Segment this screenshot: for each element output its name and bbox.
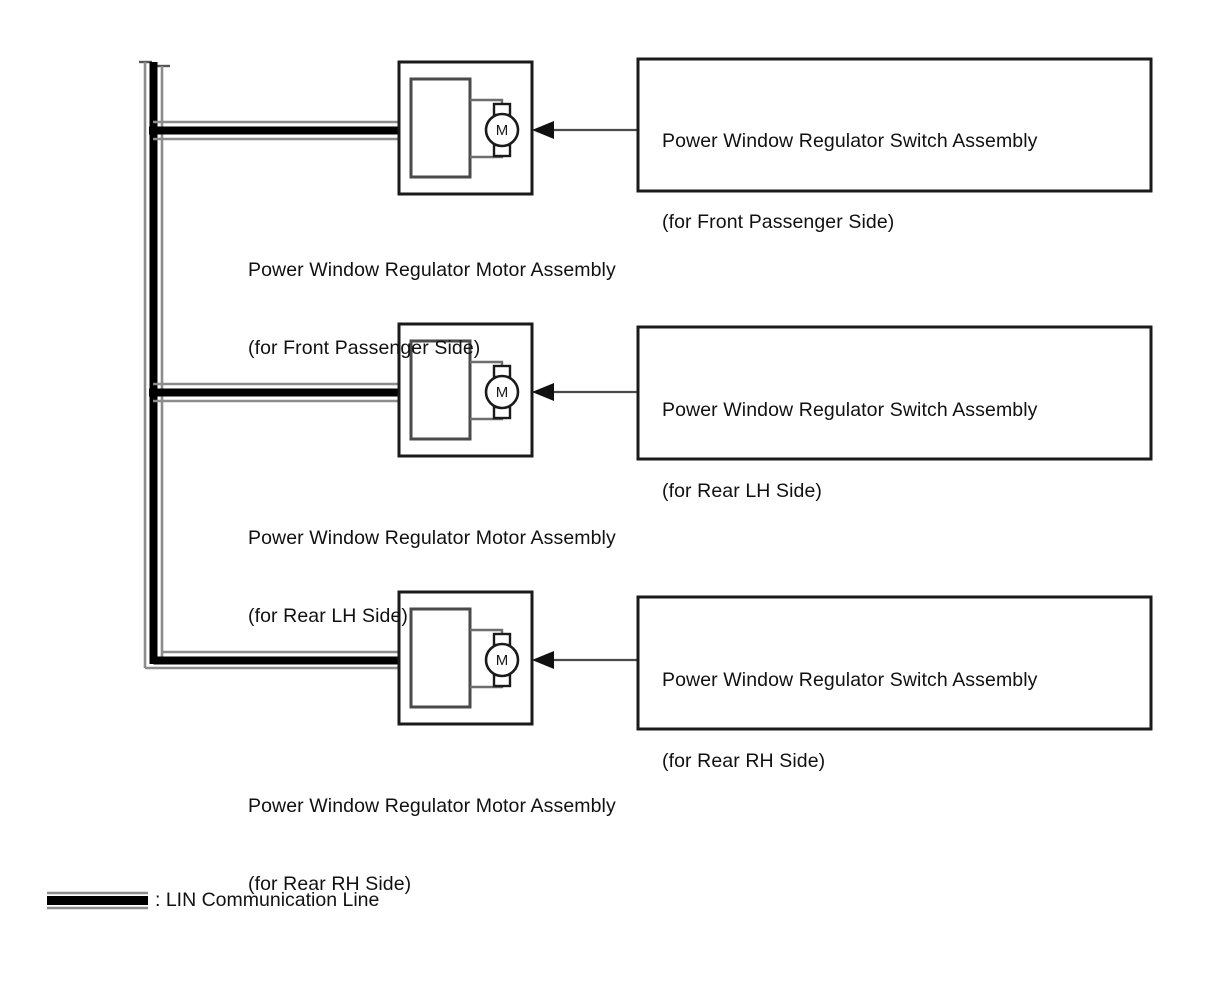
motor-caption-line2: (for Rear LH Side): [248, 605, 409, 627]
switch-box-front-passenger[interactable]: [636, 57, 1153, 193]
arrow2-head-icon: [532, 383, 554, 401]
motor-caption-line2: (for Rear RH Side): [248, 873, 412, 895]
switch-label-line1: Power Window Regulator Switch Assembly: [662, 399, 1038, 421]
lin-branch-rear-lh: [149, 382, 400, 403]
switch-label-line2: (for Rear RH Side): [662, 750, 826, 772]
connector-arrow-rear-rh: [532, 651, 637, 669]
arrow3-head-icon: [532, 651, 554, 669]
motor-symbol-letter: M: [496, 652, 509, 669]
switch-box-rear-lh[interactable]: [636, 325, 1153, 461]
switch-label-rear-lh: Power Window Regulator Switch Assembly (…: [662, 343, 1038, 559]
motor-symbol-circle: [484, 642, 520, 678]
switch-label-line2: (for Rear LH Side): [662, 480, 823, 502]
connector-arrow-front-passenger: [532, 121, 637, 139]
motor-caption-line1: Power Window Regulator Motor Assembly: [248, 527, 616, 549]
motor-caption-line2: (for Front Passenger Side): [248, 337, 481, 359]
switch-label-line2: (for Front Passenger Side): [662, 211, 895, 233]
switch-label-line1: Power Window Regulator Switch Assembly: [662, 669, 1038, 691]
lin-branch-front-passenger: [149, 120, 400, 141]
switch-label-rear-rh: Power Window Regulator Switch Assembly (…: [662, 613, 1038, 829]
switch-label-line1: Power Window Regulator Switch Assembly: [662, 130, 1038, 152]
motor-caption-rear-rh: Power Window Regulator Motor Assembly (f…: [248, 741, 616, 949]
legend-label: : LIN Communication Line: [155, 889, 380, 911]
lin-trunk-bus: [139, 60, 170, 668]
connector-arrow-rear-lh: [532, 383, 637, 401]
motor-controller-box: [409, 339, 472, 441]
motor-caption-line1: Power Window Regulator Motor Assembly: [248, 795, 616, 817]
switch-label-front-passenger: Power Window Regulator Switch Assembly (…: [662, 74, 1038, 290]
motor-symbol-letter: M: [496, 384, 509, 401]
arrow1-head-icon: [532, 121, 554, 139]
motor-assembly-front-passenger[interactable]: M: [397, 60, 534, 196]
motor-caption-line1: Power Window Regulator Motor Assembly: [248, 259, 616, 281]
motor-controller-box: [409, 77, 472, 179]
motor-controller-box: [409, 607, 472, 709]
motor-caption-rear-lh: Power Window Regulator Motor Assembly (f…: [248, 473, 616, 681]
legend-lin-line-swatch: [47, 891, 148, 910]
motor-assembly-rear-lh[interactable]: M: [397, 322, 534, 458]
motor-symbol-circle: [484, 374, 520, 410]
motor-caption-front-passenger: Power Window Regulator Motor Assembly (f…: [248, 205, 616, 413]
switch-box-rear-rh[interactable]: [636, 595, 1153, 731]
lin-branch-rear-rh: [145, 650, 400, 670]
motor-assembly-rear-rh[interactable]: M: [397, 590, 534, 726]
motor-symbol-letter: M: [496, 122, 509, 139]
motor-symbol-circle: [484, 112, 520, 148]
